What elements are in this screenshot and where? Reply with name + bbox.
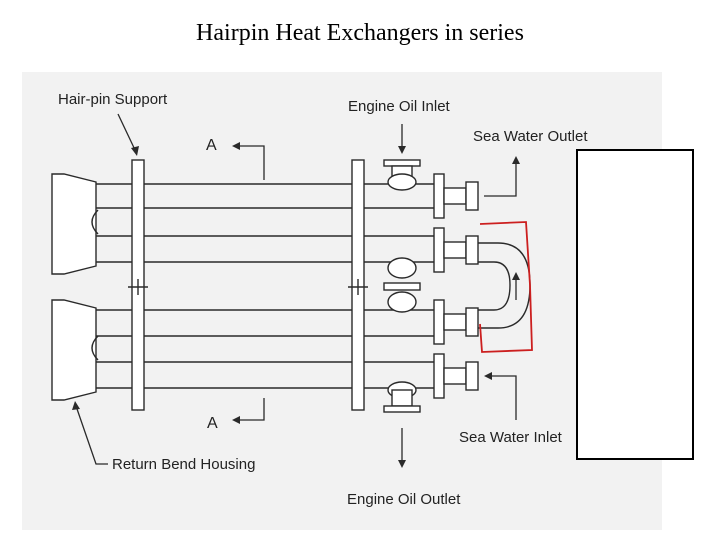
connector-sea-water-outlet: [443, 181, 479, 211]
hairpin-support-arrowhead: [131, 146, 139, 156]
upper-head-flange-2: [433, 227, 445, 273]
hairpin-support-leader: [117, 113, 137, 153]
connector-u-bend-bottom: [443, 307, 479, 337]
label-engine-oil-inlet: Engine Oil Inlet: [348, 98, 451, 115]
u-bend-flow-arrowhead: [512, 272, 520, 280]
return-bend-housing-arrowhead: [72, 401, 80, 410]
engine-oil-outlet-nozzle: [383, 381, 421, 413]
sea-water-outlet-arrow: [484, 160, 517, 197]
crossover-nozzle: [383, 257, 421, 313]
label-return-bend-housing: Return Bend Housing: [112, 456, 255, 473]
section-a-bottom-arrowhead: [232, 416, 240, 424]
label-sea-water-inlet: Sea Water Inlet: [459, 429, 563, 446]
engine-oil-inlet-arrowhead: [398, 146, 406, 154]
return-bend-housing-leader: [75, 405, 108, 465]
section-a-top-arrowhead: [232, 142, 240, 150]
lower-head-flange-2: [433, 353, 445, 399]
sea-water-inlet-arrow: [488, 375, 517, 420]
upper-return-bend-u: [91, 209, 99, 235]
sea-water-inlet-arrowhead: [484, 372, 492, 380]
label-hairpin-support: Hair-pin Support: [58, 91, 168, 108]
lower-return-bend-u: [91, 335, 99, 361]
lower-return-bend-housing: [51, 299, 97, 401]
engine-oil-inlet-nozzle: [383, 159, 421, 191]
label-sea-water-outlet: Sea Water Outlet: [473, 128, 588, 145]
u-bend-highlight: [479, 221, 533, 353]
connector-sea-water-inlet: [443, 361, 479, 391]
section-a-bottom-arrow: [236, 398, 265, 421]
paper-background: [22, 72, 662, 530]
connector-u-bend-top: [443, 235, 479, 265]
label-section-a-bottom: A: [207, 415, 218, 432]
upper-return-bend-housing: [51, 173, 97, 275]
blank-box: [576, 149, 694, 460]
lower-head-flange-1: [433, 299, 445, 345]
section-a-top-arrow: [236, 145, 265, 180]
upper-head-flange-1: [433, 173, 445, 219]
label-section-a-top: A: [206, 137, 217, 154]
lower-exchanger: [51, 299, 436, 401]
sea-water-outlet-arrowhead: [512, 156, 520, 164]
slide-title: Hairpin Heat Exchangers in series: [196, 20, 524, 46]
external-u-bend-inner: [478, 261, 511, 311]
engine-oil-outlet-arrowhead: [398, 460, 406, 468]
label-engine-oil-outlet: Engine Oil Outlet: [347, 491, 461, 508]
upper-exchanger: [51, 173, 436, 275]
